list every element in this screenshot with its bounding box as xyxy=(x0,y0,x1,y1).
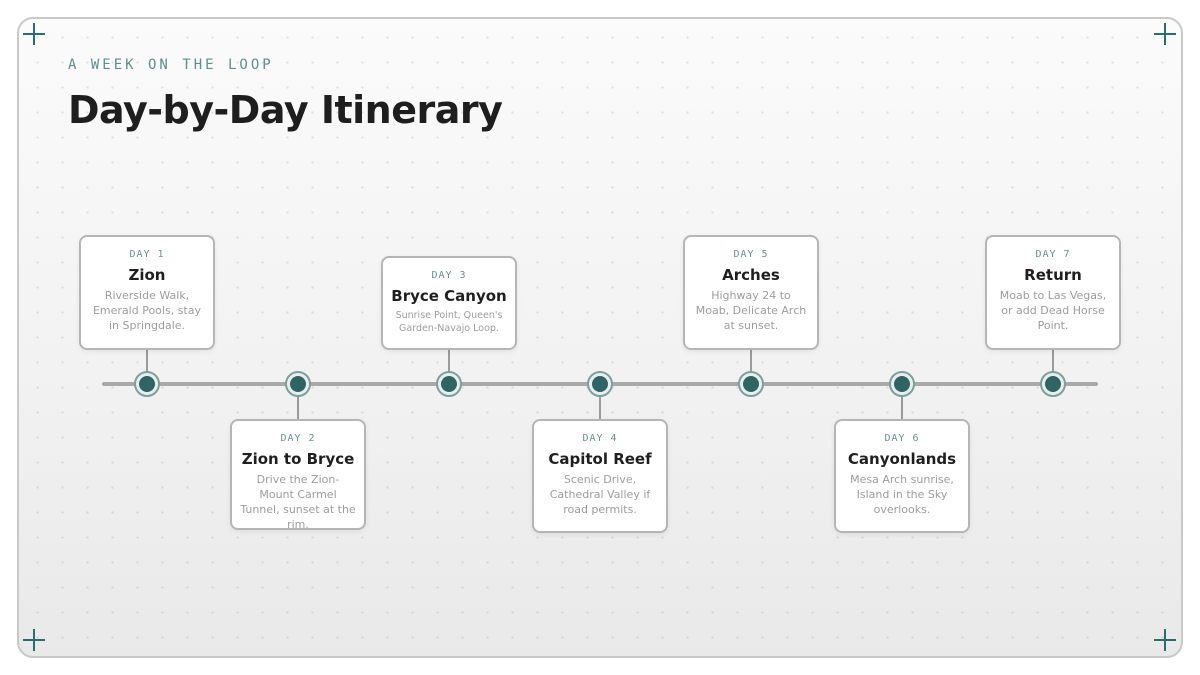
day-note: Scenic Drive, Cathedral Valley if road p… xyxy=(549,473,651,516)
timeline-dot xyxy=(441,376,457,392)
day-note: Riverside Walk, Emerald Pools, stay in S… xyxy=(92,289,201,332)
corner-plus-icon xyxy=(23,629,45,651)
day-place: Return xyxy=(1024,266,1082,284)
timeline-node xyxy=(134,371,160,397)
day-note: Highway 24 to Moab, Delicate Arch at sun… xyxy=(695,289,807,332)
timeline-connector xyxy=(750,349,752,373)
day-card-5: DAY 5 Arches Highway 24 to Moab, Delicat… xyxy=(683,235,819,350)
day-note: Mesa Arch sunrise, Island in the Sky ove… xyxy=(850,473,954,516)
timeline-node xyxy=(587,371,613,397)
day-place: Zion xyxy=(128,266,166,284)
timeline-connector xyxy=(901,396,903,420)
day-note: Drive the Zion-Mount Carmel Tunnel, suns… xyxy=(240,473,356,531)
day-label: DAY 1 xyxy=(129,249,165,260)
day-note: Moab to Las Vegas, or add Dead Horse Poi… xyxy=(999,289,1107,332)
day-card-4: DAY 4 Capitol Reef Scenic Drive, Cathedr… xyxy=(532,419,668,533)
timeline-connector xyxy=(146,349,148,373)
day-place: Bryce Canyon xyxy=(391,287,507,305)
day-note: Sunrise Point, Queen's Garden-Navajo Loo… xyxy=(395,310,503,334)
timeline-connector xyxy=(448,349,450,373)
day-label: DAY 6 xyxy=(884,433,920,444)
day-label: DAY 7 xyxy=(1035,249,1071,260)
day-place: Capitol Reef xyxy=(548,450,652,468)
timeline-dot xyxy=(290,376,306,392)
timeline-connector xyxy=(1052,349,1054,373)
day-label: DAY 2 xyxy=(280,433,316,444)
timeline-dot xyxy=(894,376,910,392)
corner-plus-icon xyxy=(1154,23,1176,45)
timeline-dot xyxy=(139,376,155,392)
page-title: Day-by-Day Itinerary xyxy=(68,88,503,132)
timeline-node xyxy=(738,371,764,397)
day-place: Arches xyxy=(722,266,780,284)
day-place: Zion to Bryce xyxy=(241,450,355,468)
day-card-6: DAY 6 Canyonlands Mesa Arch sunrise, Isl… xyxy=(834,419,970,533)
timeline-node xyxy=(1040,371,1066,397)
corner-plus-icon xyxy=(23,23,45,45)
timeline-connector xyxy=(599,396,601,420)
timeline-dot xyxy=(743,376,759,392)
day-label: DAY 5 xyxy=(733,249,769,260)
day-card-3: DAY 3 Bryce Canyon Sunrise Point, Queen'… xyxy=(381,256,517,350)
day-place: Canyonlands xyxy=(847,450,957,468)
timeline-dot xyxy=(592,376,608,392)
corner-plus-icon xyxy=(1154,629,1176,651)
day-label: DAY 4 xyxy=(582,433,618,444)
eyebrow-label: A WEEK ON THE LOOP xyxy=(68,57,274,73)
timeline-node xyxy=(436,371,462,397)
timeline-connector xyxy=(297,396,299,420)
day-label: DAY 3 xyxy=(431,270,467,281)
day-card-7: DAY 7 Return Moab to Las Vegas, or add D… xyxy=(985,235,1121,350)
day-card-2: DAY 2 Zion to Bryce Drive the Zion-Mount… xyxy=(230,419,366,531)
timeline-node xyxy=(285,371,311,397)
timeline-node xyxy=(889,371,915,397)
day-card-1: DAY 1 Zion Riverside Walk, Emerald Pools… xyxy=(79,235,215,350)
timeline-dot xyxy=(1045,376,1061,392)
